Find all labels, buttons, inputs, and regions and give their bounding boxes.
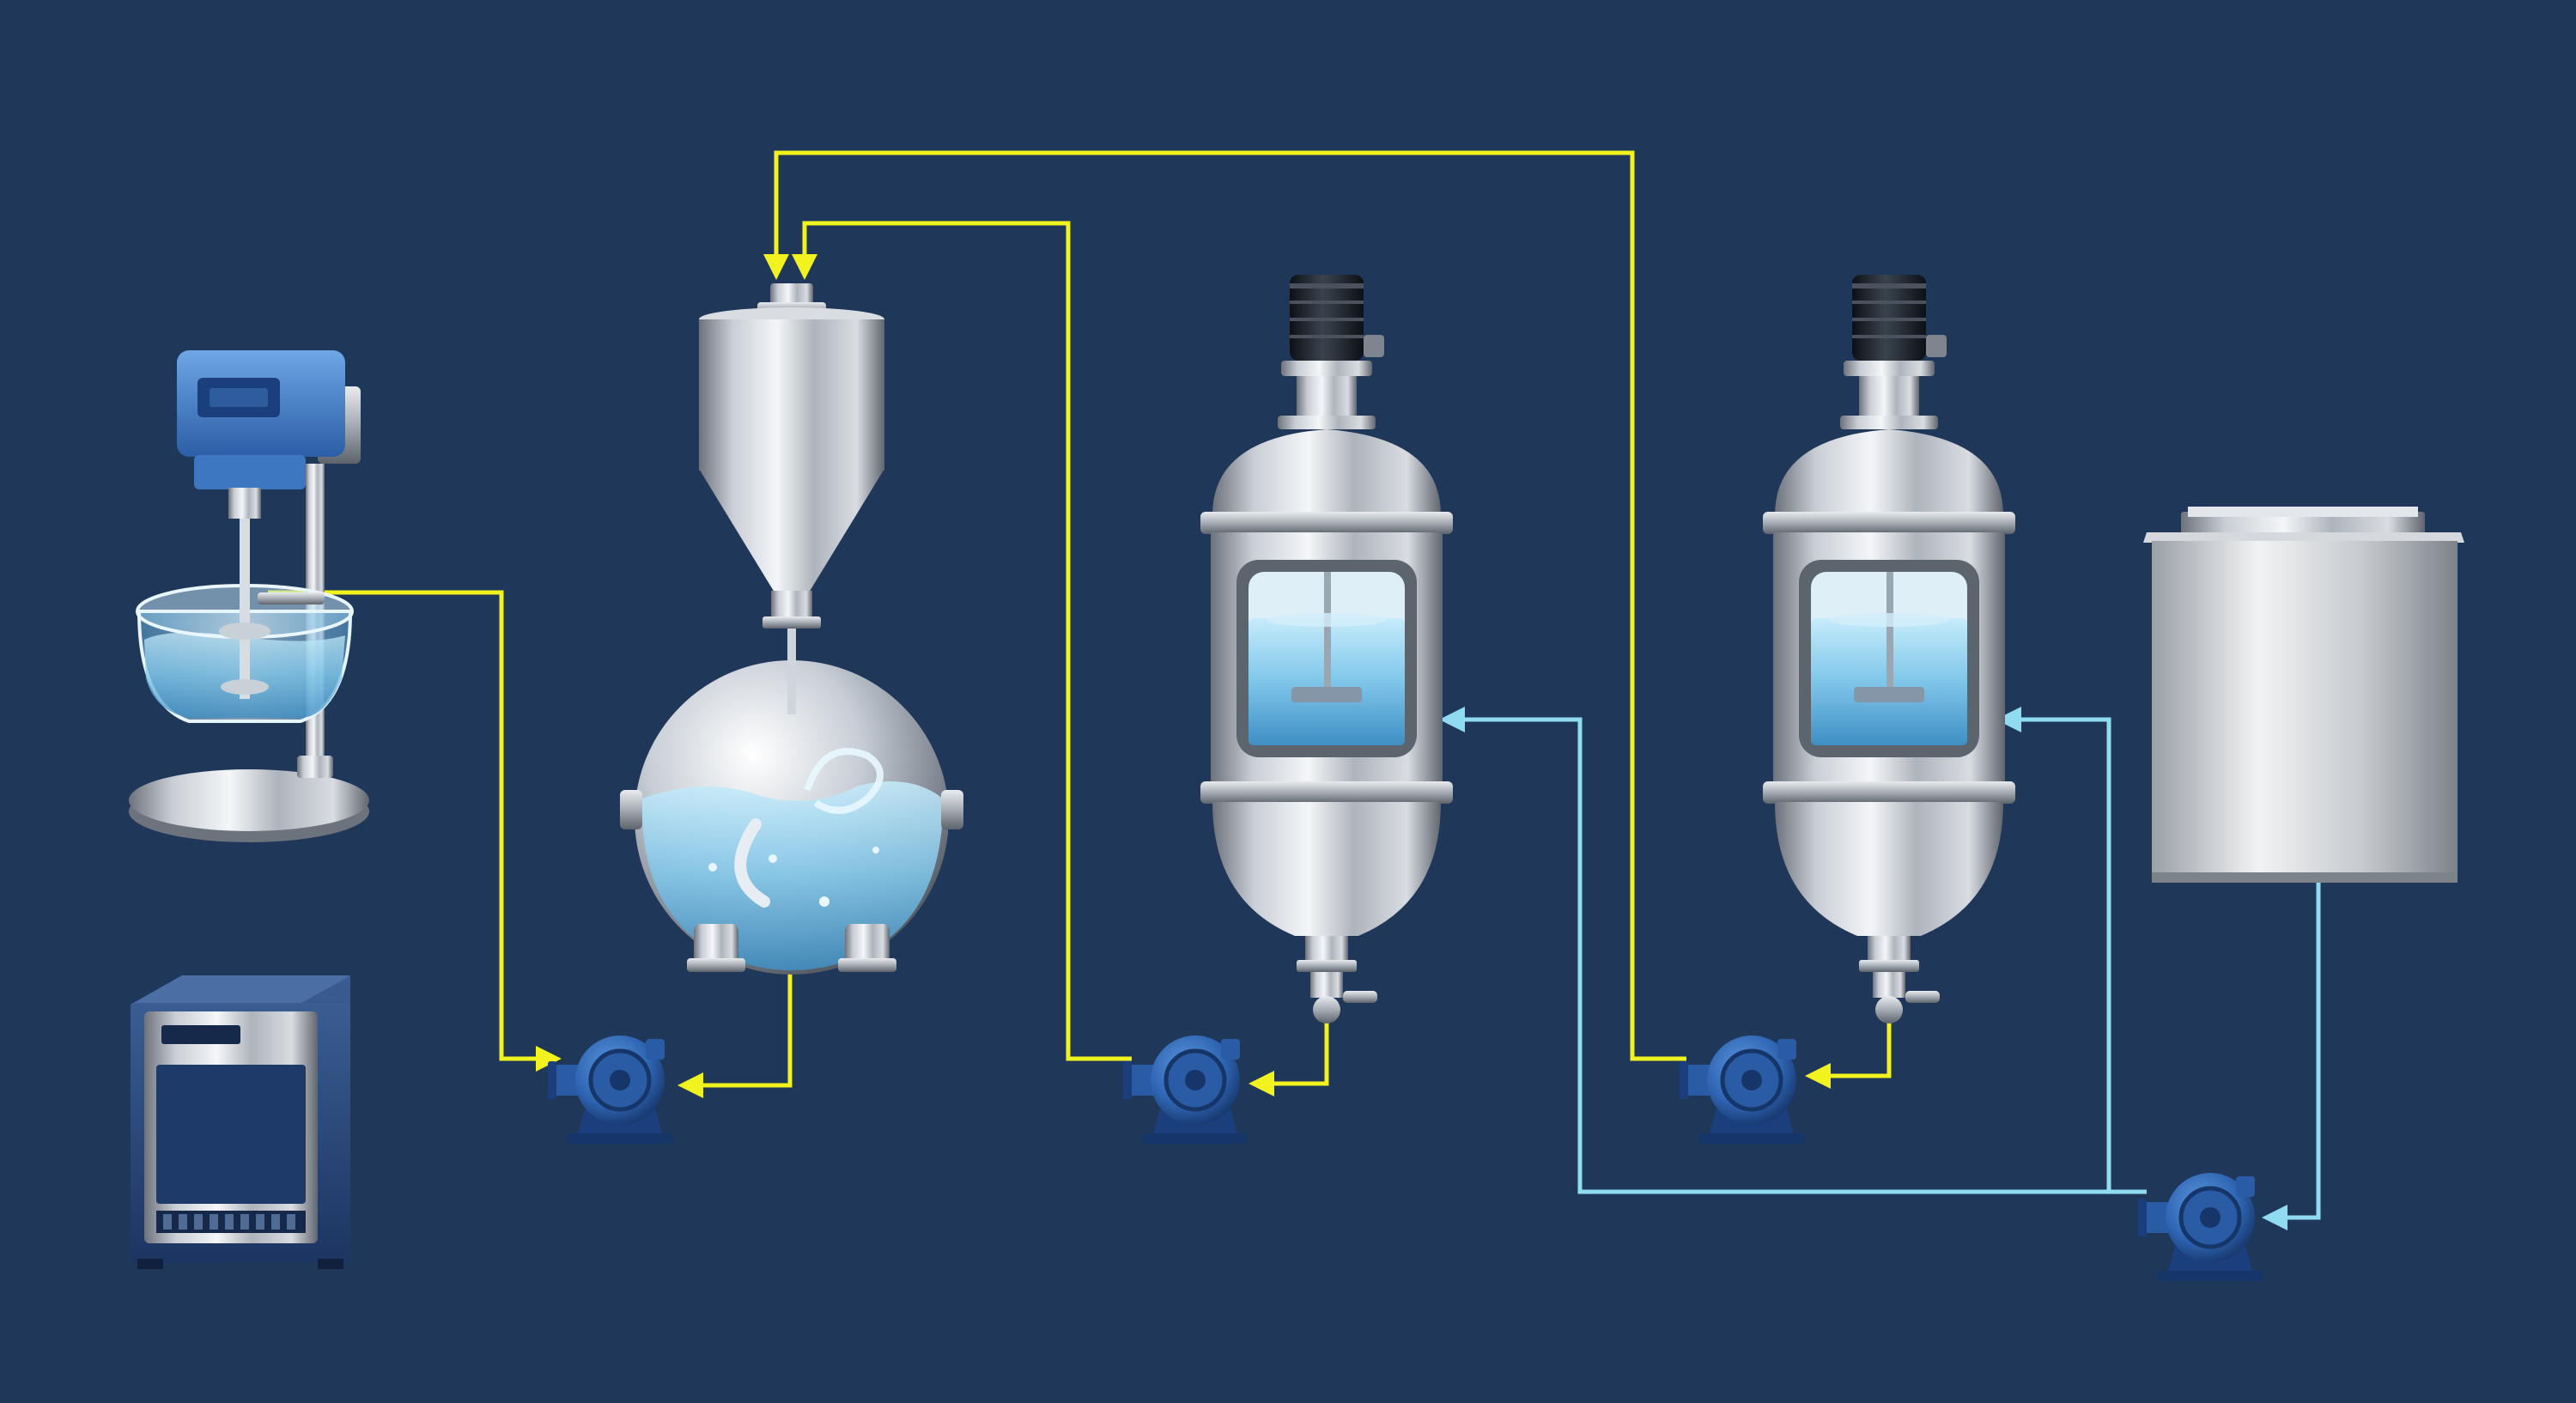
centrifugal-pump-icon[interactable] <box>1123 1036 1249 1144</box>
coolant-line-pump-4-to-reactor-1 <box>1439 707 2147 1194</box>
process-line-mixer-to-pump-1 <box>677 959 793 1098</box>
centrifugal-pump-icon[interactable] <box>2138 1173 2263 1281</box>
process-line-stirrer-to-pump-1 <box>268 590 562 1072</box>
coolant-line-pump-4-to-reactor-2 <box>1996 707 2111 1192</box>
centrifugal-pump-icon[interactable] <box>1680 1036 1805 1144</box>
centrifugal-pump-icon[interactable] <box>548 1036 673 1144</box>
refrigerated-cabinet-icon <box>131 975 350 1269</box>
process-line-reactor-1-to-pump-2 <box>1249 1011 1329 1096</box>
overhead-stirrer-icon <box>129 350 369 842</box>
jacketed-reactor-icon <box>1200 275 1453 1023</box>
process-line-reactor-2-to-pump-3 <box>1805 1011 1892 1089</box>
hopper-mixer-vessel-icon <box>620 283 963 975</box>
coolant-line-tank-to-pump-4 <box>2262 881 2321 1230</box>
process-line-pump-2-to-mixer <box>792 221 1132 1061</box>
jacketed-reactor-icon <box>1763 275 2015 1023</box>
process-line-pump-3-to-mixer <box>763 150 1686 1061</box>
storage-tank-icon <box>2143 507 2464 883</box>
